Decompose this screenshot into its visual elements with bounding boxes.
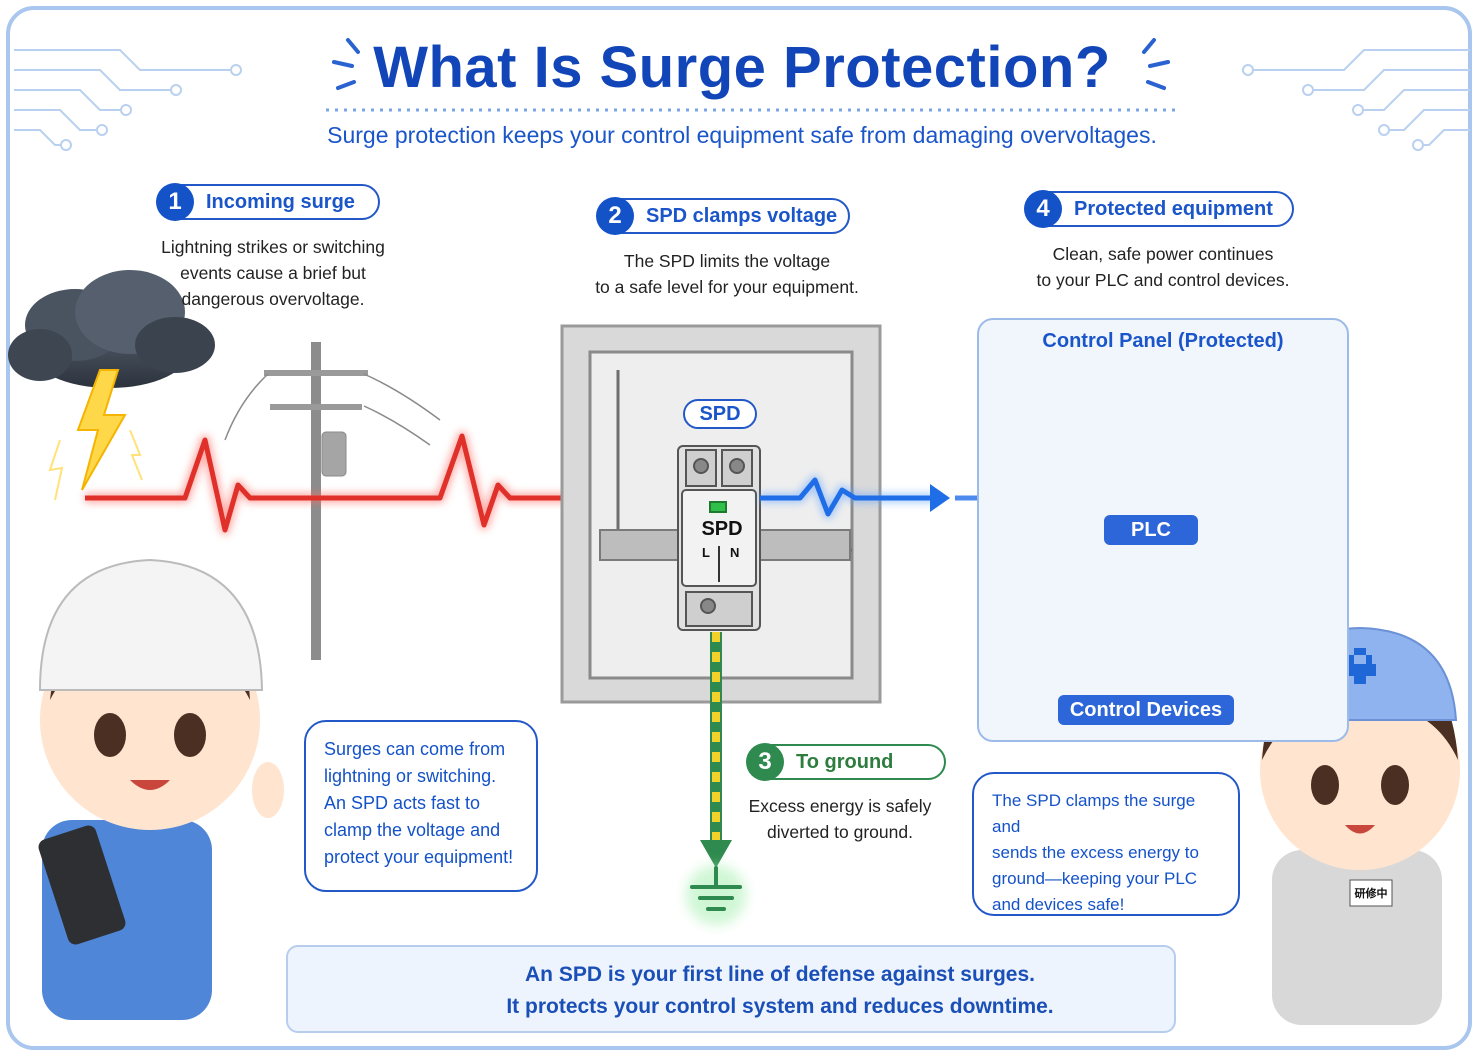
ground-symbol-icon <box>686 865 746 925</box>
storm-cloud-icon <box>8 270 215 388</box>
step-1-description: Lightning strikes or switching events ca… <box>140 234 406 312</box>
step-2-desc-line: to a safe level for your equipment. <box>595 277 859 297</box>
spd-terminal-l: L <box>702 545 710 560</box>
circuit-decoration-left <box>14 49 242 151</box>
bubble-line: sends the excess energy to <box>992 843 1199 862</box>
plc-label: PLC <box>1104 515 1198 545</box>
spd-tag: SPD <box>683 399 757 429</box>
bubble-line: Surges can come from <box>324 739 506 759</box>
speech-bubble-right: The SPD clamps the surge and sends the e… <box>972 772 1240 916</box>
spd-terminal-n: N <box>730 545 740 560</box>
bubble-line: lightning or switching. <box>324 766 497 786</box>
trainee-badge: 研修中 <box>1354 888 1388 900</box>
control-panel-title: Control Panel (Protected) <box>1042 330 1284 352</box>
step-3-pill: 3 To ground <box>746 743 946 781</box>
surge-wave <box>85 431 680 535</box>
step-3-label: To ground <box>796 750 894 773</box>
bubble-line: ground—keeping your PLC <box>992 869 1198 888</box>
bubble-line: clamp the voltage and <box>324 820 501 840</box>
circuit-decoration-right <box>1242 49 1470 151</box>
step-1-number: 1 <box>156 183 194 221</box>
step-4-pill: 4 Protected equipment <box>1024 190 1294 228</box>
step-4-desc-line: to your PLC and control devices. <box>1036 270 1290 290</box>
step-1-desc-line: events cause a brief but <box>180 263 366 283</box>
step-1-label: Incoming surge <box>206 190 355 213</box>
spd-device-label: SPD <box>701 518 743 540</box>
step-3-description: Excess energy is safely diverted to grou… <box>740 793 940 845</box>
step-2-description: The SPD limits the voltage to a safe lev… <box>572 248 882 300</box>
banner-line: It protects your control system and redu… <box>506 995 1054 1018</box>
bubble-line: The SPD clamps the surge and <box>992 791 1196 836</box>
step-2-pill: 2 SPD clamps voltage <box>596 197 850 235</box>
step-4-number: 4 <box>1024 190 1062 228</box>
step-1-desc-line: dangerous overvoltage. <box>181 289 365 309</box>
step-3-desc-line: Excess energy is safely <box>748 796 932 816</box>
lightning-bolt-icon <box>48 369 143 501</box>
step-3-number: 3 <box>746 743 784 781</box>
speech-bubble-left: Surges can come from lightning or switch… <box>304 720 538 892</box>
ground-wire <box>686 632 746 925</box>
page-subtitle: Surge protection keeps your control equi… <box>327 122 1157 148</box>
banner-line: An SPD is your first line of defense aga… <box>525 963 1035 986</box>
page-title: What Is Surge Protection? <box>373 35 1111 100</box>
bubble-line: An SPD acts fast to <box>324 793 481 813</box>
step-4-desc-line: Clean, safe power continues <box>1052 244 1274 264</box>
control-devices-label: Control Devices <box>1058 695 1234 725</box>
bottom-banner-text: An SPD is your first line of defense aga… <box>460 959 1100 1023</box>
step-2-number: 2 <box>596 197 634 235</box>
step-4-label: Protected equipment <box>1074 197 1273 220</box>
bubble-line: protect your equipment! <box>324 847 514 867</box>
spd-device <box>677 445 761 631</box>
worker-male-illustration <box>38 558 284 1020</box>
step-2-desc-line: The SPD limits the voltage <box>623 251 831 271</box>
step-1-pill: 1 Incoming surge <box>156 183 380 221</box>
step-3-desc-line: diverted to ground. <box>767 822 913 842</box>
bottom-banner <box>286 945 1176 1033</box>
bubble-line: and devices safe! <box>992 895 1125 914</box>
step-2-label: SPD clamps voltage <box>646 204 838 227</box>
step-4-description: Clean, safe power continues to your PLC … <box>1020 241 1306 293</box>
step-1-desc-line: Lightning strikes or switching <box>161 237 385 257</box>
title-accent-marks <box>332 38 1170 90</box>
